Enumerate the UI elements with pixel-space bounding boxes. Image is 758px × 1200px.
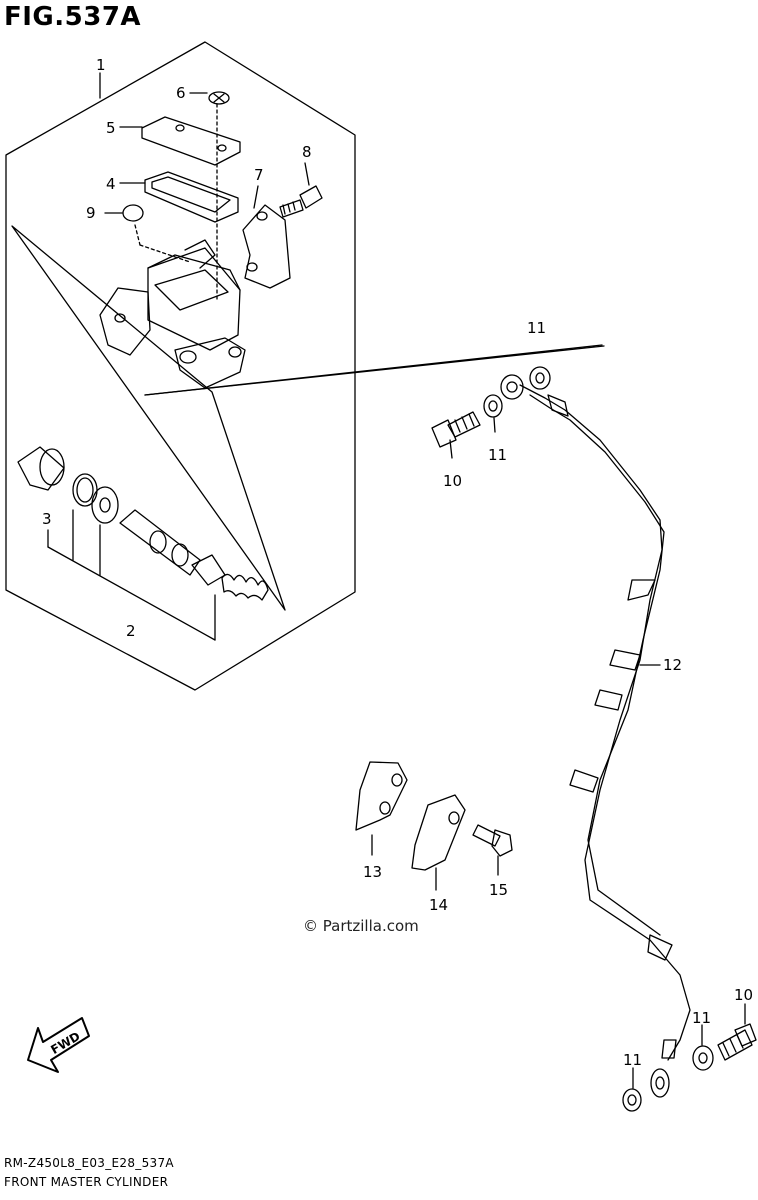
callout-14: 14	[429, 896, 448, 914]
brake-hose-part-12	[500, 374, 691, 1098]
callout-15: 15	[489, 881, 508, 899]
callout-2-bracket	[47, 509, 216, 641]
hose-guide-part-13	[355, 761, 408, 856]
boot-part-3	[17, 446, 65, 491]
washer	[91, 486, 119, 524]
piston-assembly-part-2	[119, 509, 269, 601]
washer-part-11-a	[483, 394, 503, 433]
callout-4: 4	[106, 175, 116, 193]
footer-code: RM-Z450L8_E03_E28_537A	[4, 1156, 174, 1170]
figure-title: FIG.537A	[4, 2, 142, 32]
callout-11-lower-right: 11	[692, 1009, 711, 1027]
callout-9: 9	[86, 204, 96, 222]
watermark: © Partzilla.com	[303, 917, 419, 935]
washer-part-11-b	[529, 366, 551, 390]
bolt-part-15	[472, 824, 513, 876]
screw-part-6	[189, 91, 230, 301]
callout-12: 12	[663, 656, 682, 674]
callout-11-lower-left: 11	[623, 1051, 642, 1069]
washer-part-11-c	[692, 1024, 714, 1071]
cap-part-5	[119, 116, 241, 166]
callout-11-top: 11	[527, 319, 546, 337]
callout-1: 1	[96, 56, 106, 74]
plug-part-9	[104, 204, 191, 263]
callout-10-lower: 10	[734, 986, 753, 1004]
banjo-bolt-part-10-upper	[431, 411, 481, 459]
washer-part-11-d	[622, 1067, 642, 1112]
callout-13: 13	[363, 863, 382, 881]
callout-8: 8	[302, 143, 312, 161]
bolt-part-8	[279, 162, 323, 218]
fwd-arrow-icon	[27, 1017, 90, 1073]
callout-10-upper: 10	[443, 472, 462, 490]
footer-name: FRONT MASTER CYLINDER	[4, 1175, 169, 1189]
callout-3: 3	[42, 510, 52, 528]
assembly-outline	[5, 41, 356, 691]
subassembly-outline	[11, 225, 286, 611]
clamp-part-7	[242, 185, 291, 289]
hose-guide-part-14	[411, 794, 466, 891]
callout-2: 2	[126, 622, 136, 640]
banjo-bolt-part-10-lower	[717, 1003, 757, 1061]
callout-7: 7	[254, 166, 264, 184]
master-cylinder-body	[99, 239, 246, 389]
callout-5: 5	[106, 119, 116, 137]
callout-11-washer: 11	[488, 446, 507, 464]
circlip	[72, 473, 98, 507]
callout-6: 6	[176, 84, 186, 102]
leader-callout-11-lower	[144, 345, 605, 396]
diaphragm-part-4	[119, 171, 239, 223]
